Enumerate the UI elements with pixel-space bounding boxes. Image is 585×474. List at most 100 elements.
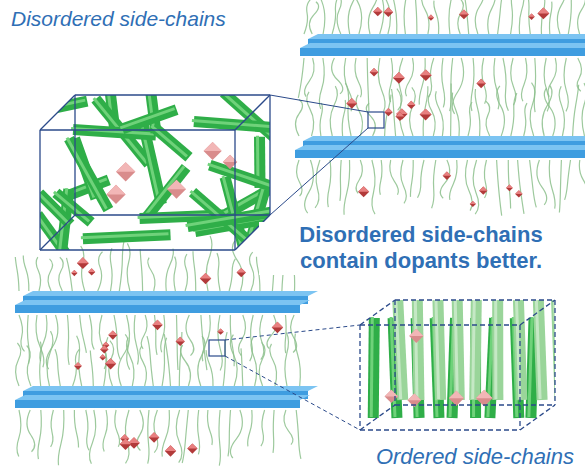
dopant [385, 390, 398, 403]
side-chain [578, 0, 585, 34]
dopant-face [515, 190, 522, 194]
side-chain [298, 58, 304, 98]
dopant [459, 10, 469, 20]
backbone-top [15, 395, 310, 400]
side-chain [450, 160, 458, 200]
dopant-face [449, 391, 464, 399]
side-chain [537, 160, 547, 205]
side-chain [368, 0, 377, 34]
side-chain [273, 410, 274, 453]
dopant-face [100, 345, 108, 349]
side-chain [435, 91, 443, 136]
side-chain [250, 252, 254, 291]
zoom-square [368, 112, 384, 128]
side-chain [181, 345, 191, 386]
side-chain [38, 410, 41, 459]
side-chain [579, 160, 585, 193]
dopant [449, 391, 464, 406]
dopant-face [443, 171, 451, 175]
side-chain [432, 160, 436, 208]
side-chain [348, 0, 357, 34]
side-chain [475, 89, 480, 136]
dopant [149, 432, 160, 443]
side-chain [398, 58, 403, 110]
dopant-face [537, 7, 549, 13]
side-chain [27, 410, 35, 452]
backbone-top [295, 145, 585, 150]
dopant [100, 345, 108, 353]
cylinder-highlight [67, 138, 106, 209]
side-chain [328, 160, 331, 207]
zoom-line [225, 325, 360, 340]
side-chain [15, 257, 19, 291]
side-chain [305, 160, 314, 213]
dopant-face [105, 358, 116, 364]
cylinder-highlight [536, 299, 540, 399]
side-chain [89, 410, 95, 464]
side-chain [511, 93, 517, 136]
dopant [515, 190, 522, 197]
side-chain [285, 332, 289, 386]
dopant-face [108, 331, 117, 336]
dopant-face [479, 187, 487, 191]
dopant [370, 68, 379, 77]
dopant [420, 69, 432, 81]
side-chain [345, 83, 351, 136]
side-chain [193, 251, 196, 291]
dopant-face [272, 322, 283, 328]
side-chain [261, 410, 265, 446]
dopant-face [102, 342, 109, 345]
side-chain [126, 338, 134, 387]
ordered-inset [209, 299, 560, 430]
side-chain [198, 336, 205, 386]
cylinder-highlight [455, 299, 457, 399]
dopant [77, 257, 89, 269]
side-chain [218, 315, 222, 371]
side-chain [285, 315, 286, 353]
side-chain [337, 0, 341, 34]
side-chain [148, 258, 155, 291]
side-chain [378, 58, 385, 112]
side-chain [468, 102, 472, 136]
side-chain [355, 58, 362, 97]
dopant-face [128, 437, 140, 443]
dopant-face [476, 79, 485, 84]
side-chain [147, 336, 153, 386]
side-chain [86, 410, 89, 450]
side-chain [319, 58, 324, 109]
side-chain [518, 160, 524, 214]
cylinder-highlight [436, 299, 439, 399]
side-chain [58, 410, 64, 465]
side-chain [40, 342, 42, 386]
backbone-front [300, 48, 585, 56]
dopant-face [152, 320, 162, 325]
side-chain [511, 0, 514, 34]
dopant-face [88, 268, 95, 272]
side-chain [550, 2, 552, 34]
dopant [470, 201, 476, 207]
side-chain [47, 331, 53, 386]
side-chain [267, 315, 276, 349]
side-chain [166, 249, 173, 291]
dopant-face [116, 162, 135, 172]
side-chain [577, 58, 581, 91]
box-edge [360, 300, 395, 325]
cylinder-highlight [81, 234, 169, 238]
side-chain [534, 58, 535, 112]
side-chain [217, 253, 220, 291]
side-chain [305, 58, 315, 97]
side-chain [434, 1, 439, 34]
dopant-face [420, 69, 432, 75]
box-edge [234, 130, 235, 250]
dopant [346, 98, 357, 109]
side-chain [67, 315, 69, 365]
side-chain [497, 86, 505, 136]
side-chain [557, 0, 565, 34]
side-chain [89, 315, 94, 350]
side-chain [230, 410, 242, 458]
box-edge [39, 130, 40, 250]
dopant-face [200, 273, 211, 279]
dopant-face [149, 432, 160, 437]
zoom-square [209, 340, 225, 356]
side-chain [48, 259, 52, 291]
